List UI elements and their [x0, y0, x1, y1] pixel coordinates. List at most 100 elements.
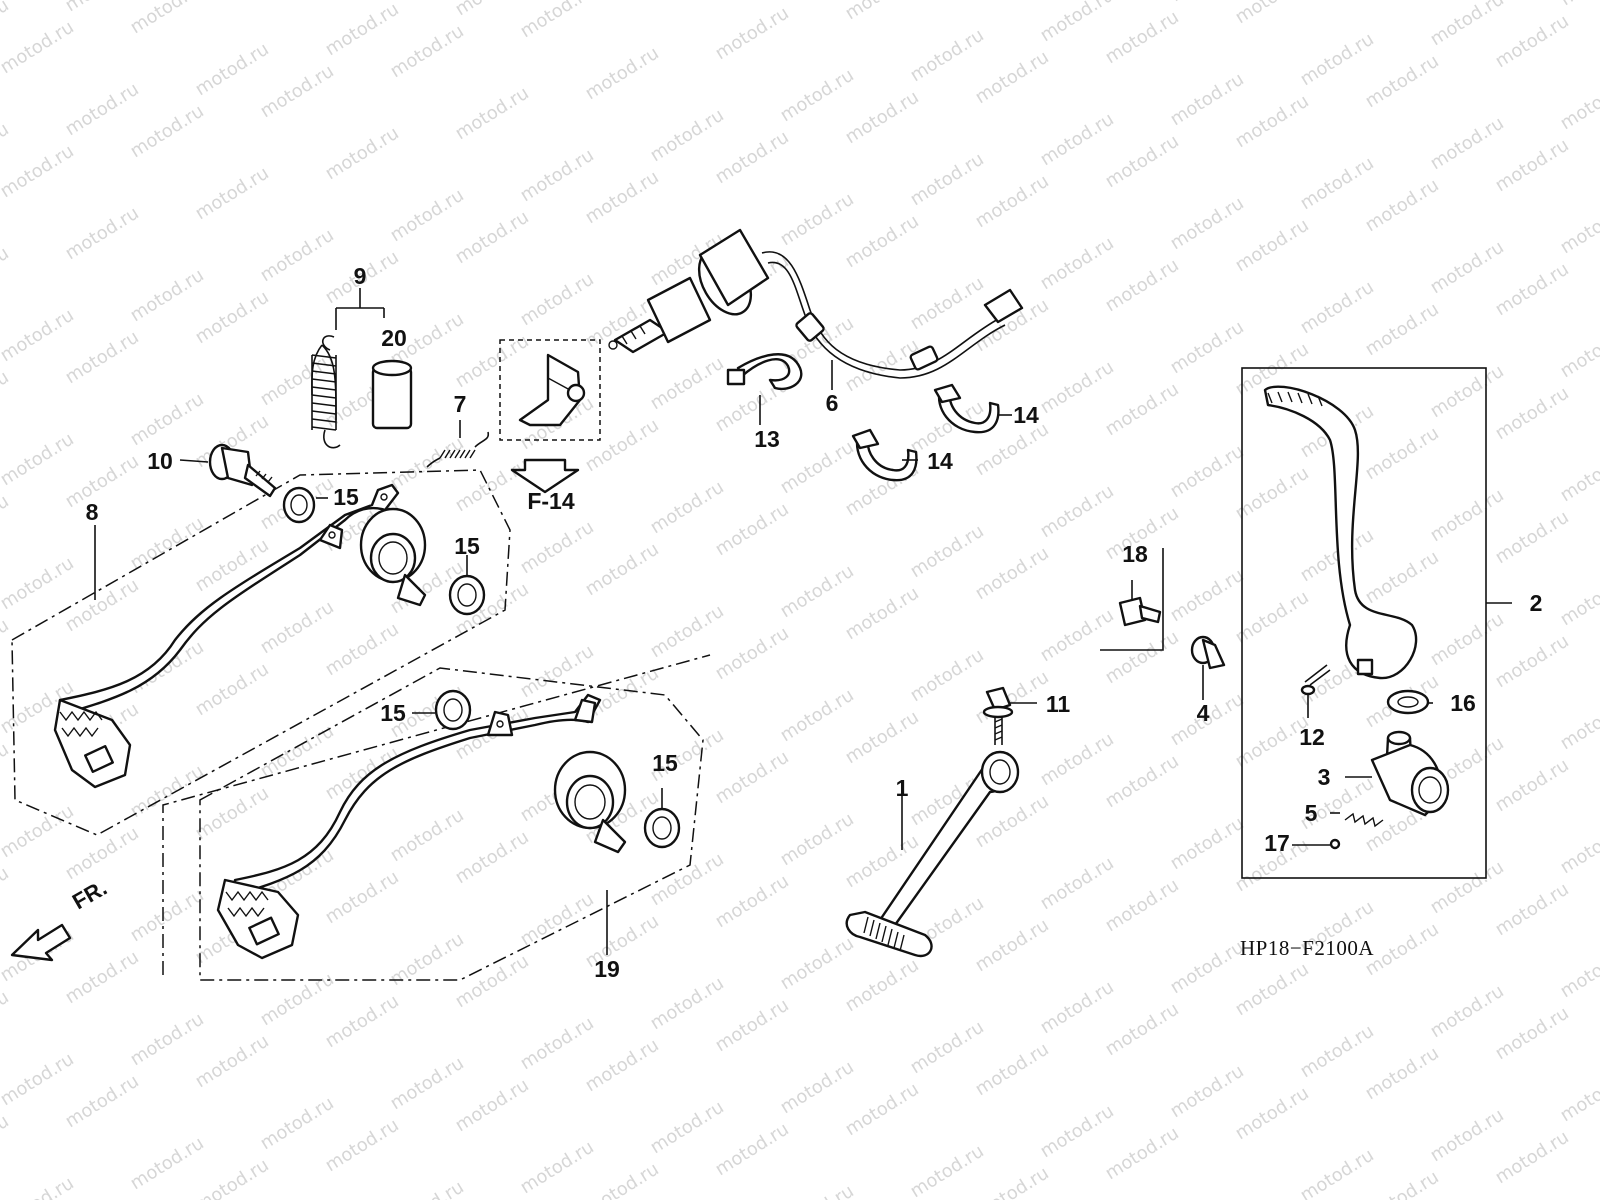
- watermark-text: motod.ru: [777, 685, 858, 747]
- watermark-text: motod.ru: [907, 1017, 988, 1079]
- watermark-text: motod.ru: [0, 367, 13, 429]
- watermark-text: motod.ru: [192, 535, 273, 597]
- watermark-text: motod.ru: [62, 947, 143, 1009]
- watermark-text: motod.ru: [712, 995, 793, 1057]
- watermark-text: motod.ru: [62, 575, 143, 637]
- reference-label-f14: F-14: [527, 488, 575, 514]
- watermark-text: motod.ru: [62, 1071, 143, 1133]
- watermark-text: motod.ru: [452, 951, 533, 1013]
- watermark-text: motod.ru: [1492, 1127, 1573, 1189]
- callout-19: 19: [594, 956, 620, 982]
- callout-8: 8: [86, 499, 99, 525]
- watermark-text: motod.ru: [0, 119, 13, 181]
- bolt-18: [1100, 548, 1164, 651]
- watermark-text: motod.ru: [712, 499, 793, 561]
- watermark-text: motod.ru: [1427, 237, 1508, 299]
- watermark-text: motod.ru: [452, 83, 533, 145]
- watermark-text: motod.ru: [452, 827, 533, 889]
- brake-light-switch-6: [608, 228, 1024, 379]
- watermark-text: motod.ru: [1362, 51, 1443, 113]
- watermark-text: motod.ru: [647, 1097, 728, 1159]
- watermark-text: motod.ru: [452, 1075, 533, 1137]
- watermark-text: motod.ru: [127, 1009, 208, 1071]
- watermark-text: motod.ru: [972, 1163, 1053, 1200]
- leader-lines: [94, 288, 1512, 955]
- watermark-text: motod.ru: [517, 269, 598, 331]
- watermark-text: motod.ru: [0, 429, 78, 491]
- watermark-text: motod.ru: [0, 305, 78, 367]
- watermark-text: motod.ru: [842, 335, 923, 397]
- watermark-text: motod.ru: [582, 415, 663, 477]
- watermark-text: motod.ru: [907, 645, 988, 707]
- watermark-text: motod.ru: [712, 127, 793, 189]
- watermark-text: motod.ru: [452, 207, 533, 269]
- watermark-text: motod.ru: [322, 619, 403, 681]
- watermark-text: motod.ru: [647, 353, 728, 415]
- watermark-text: motod.ru: [972, 171, 1053, 233]
- watermark-text: motod.ru: [1167, 937, 1248, 999]
- watermark-text: motod.ru: [62, 203, 143, 265]
- ball-17: [1329, 838, 1341, 850]
- watermark-text: motod.ru: [1102, 751, 1183, 813]
- watermark-text: motod.ru: [712, 871, 793, 933]
- watermark-text: motod.ru: [1297, 153, 1378, 215]
- watermark-text: motod.ru: [1102, 7, 1183, 69]
- kickstarter-arm-3: [1370, 730, 1450, 817]
- watermark-text: motod.ru: [1557, 569, 1600, 631]
- watermark-text: motod.ru: [1232, 959, 1313, 1021]
- pivot-bolt-10: [208, 443, 277, 498]
- watermark-text: motod.ru: [517, 641, 598, 703]
- watermark-text: motod.ru: [1427, 0, 1508, 50]
- watermark-text: motod.ru: [1557, 73, 1600, 135]
- watermark-text: motod.ru: [647, 601, 728, 663]
- watermark-text: motod.ru: [1362, 423, 1443, 485]
- brake-pedal-group-8: [11, 469, 511, 836]
- watermark-text: motod.ru: [322, 0, 403, 60]
- watermark-text: motod.ru: [842, 87, 923, 149]
- callout-1: 1: [896, 775, 909, 801]
- watermark-text: motod.ru: [1037, 853, 1118, 915]
- watermark-text: motod.ru: [712, 3, 793, 65]
- watermark-text: motod.ru: [1232, 91, 1313, 153]
- watermark-text: motod.ru: [907, 1141, 988, 1200]
- cable-band-14-a: [933, 383, 1000, 434]
- watermark-text: motod.ru: [1297, 29, 1378, 91]
- watermark-text: motod.ru: [0, 739, 13, 801]
- watermark-text: motod.ru: [1037, 605, 1118, 667]
- watermark-text: motod.ru: [1167, 0, 1248, 6]
- watermark-text: motod.ru: [1362, 175, 1443, 237]
- watermark-text: motod.ru: [127, 513, 208, 575]
- watermark-text: motod.ru: [1232, 0, 1313, 28]
- watermark-text: motod.ru: [647, 477, 728, 539]
- watermark-text: motod.ru: [387, 929, 468, 991]
- watermark-text: motod.ru: [387, 21, 468, 83]
- watermark-text: motod.ru: [972, 543, 1053, 605]
- watermark-text: motod.ru: [0, 17, 78, 79]
- watermark-text: motod.ru: [582, 539, 663, 601]
- watermark-text: motod.ru: [1427, 609, 1508, 671]
- watermark-text: motod.ru: [777, 1181, 858, 1200]
- watermark-text: motod.ru: [257, 721, 338, 783]
- watermark-text: motod.ru: [842, 1079, 923, 1141]
- watermark-text: motod.ru: [322, 1115, 403, 1177]
- watermark-text: motod.ru: [127, 265, 208, 327]
- watermark-text: motod.ru: [0, 491, 13, 553]
- watermark-text: motod.ru: [582, 1159, 663, 1200]
- watermark-text: motod.ru: [1557, 1065, 1600, 1127]
- watermark-text: motod.ru: [1037, 481, 1118, 543]
- watermark-text: motod.ru: [0, 1049, 78, 1111]
- callout-14-b: 14: [927, 448, 953, 474]
- watermark-text: motod.ru: [582, 43, 663, 105]
- watermark-text: motod.ru: [1167, 813, 1248, 875]
- watermark-text: motod.ru: [972, 47, 1053, 109]
- watermark-text: motod.ru: [0, 987, 13, 1049]
- watermark-text: motod.ru: [1297, 1021, 1378, 1083]
- watermark-text: motod.ru: [1492, 879, 1573, 941]
- callout-16: 16: [1450, 690, 1476, 716]
- watermark-text: motod.ru: [1037, 1101, 1118, 1163]
- callout-15-c: 15: [380, 700, 406, 726]
- watermark-text: motod.ru: [257, 61, 338, 123]
- watermark-text: motod.ru: [517, 517, 598, 579]
